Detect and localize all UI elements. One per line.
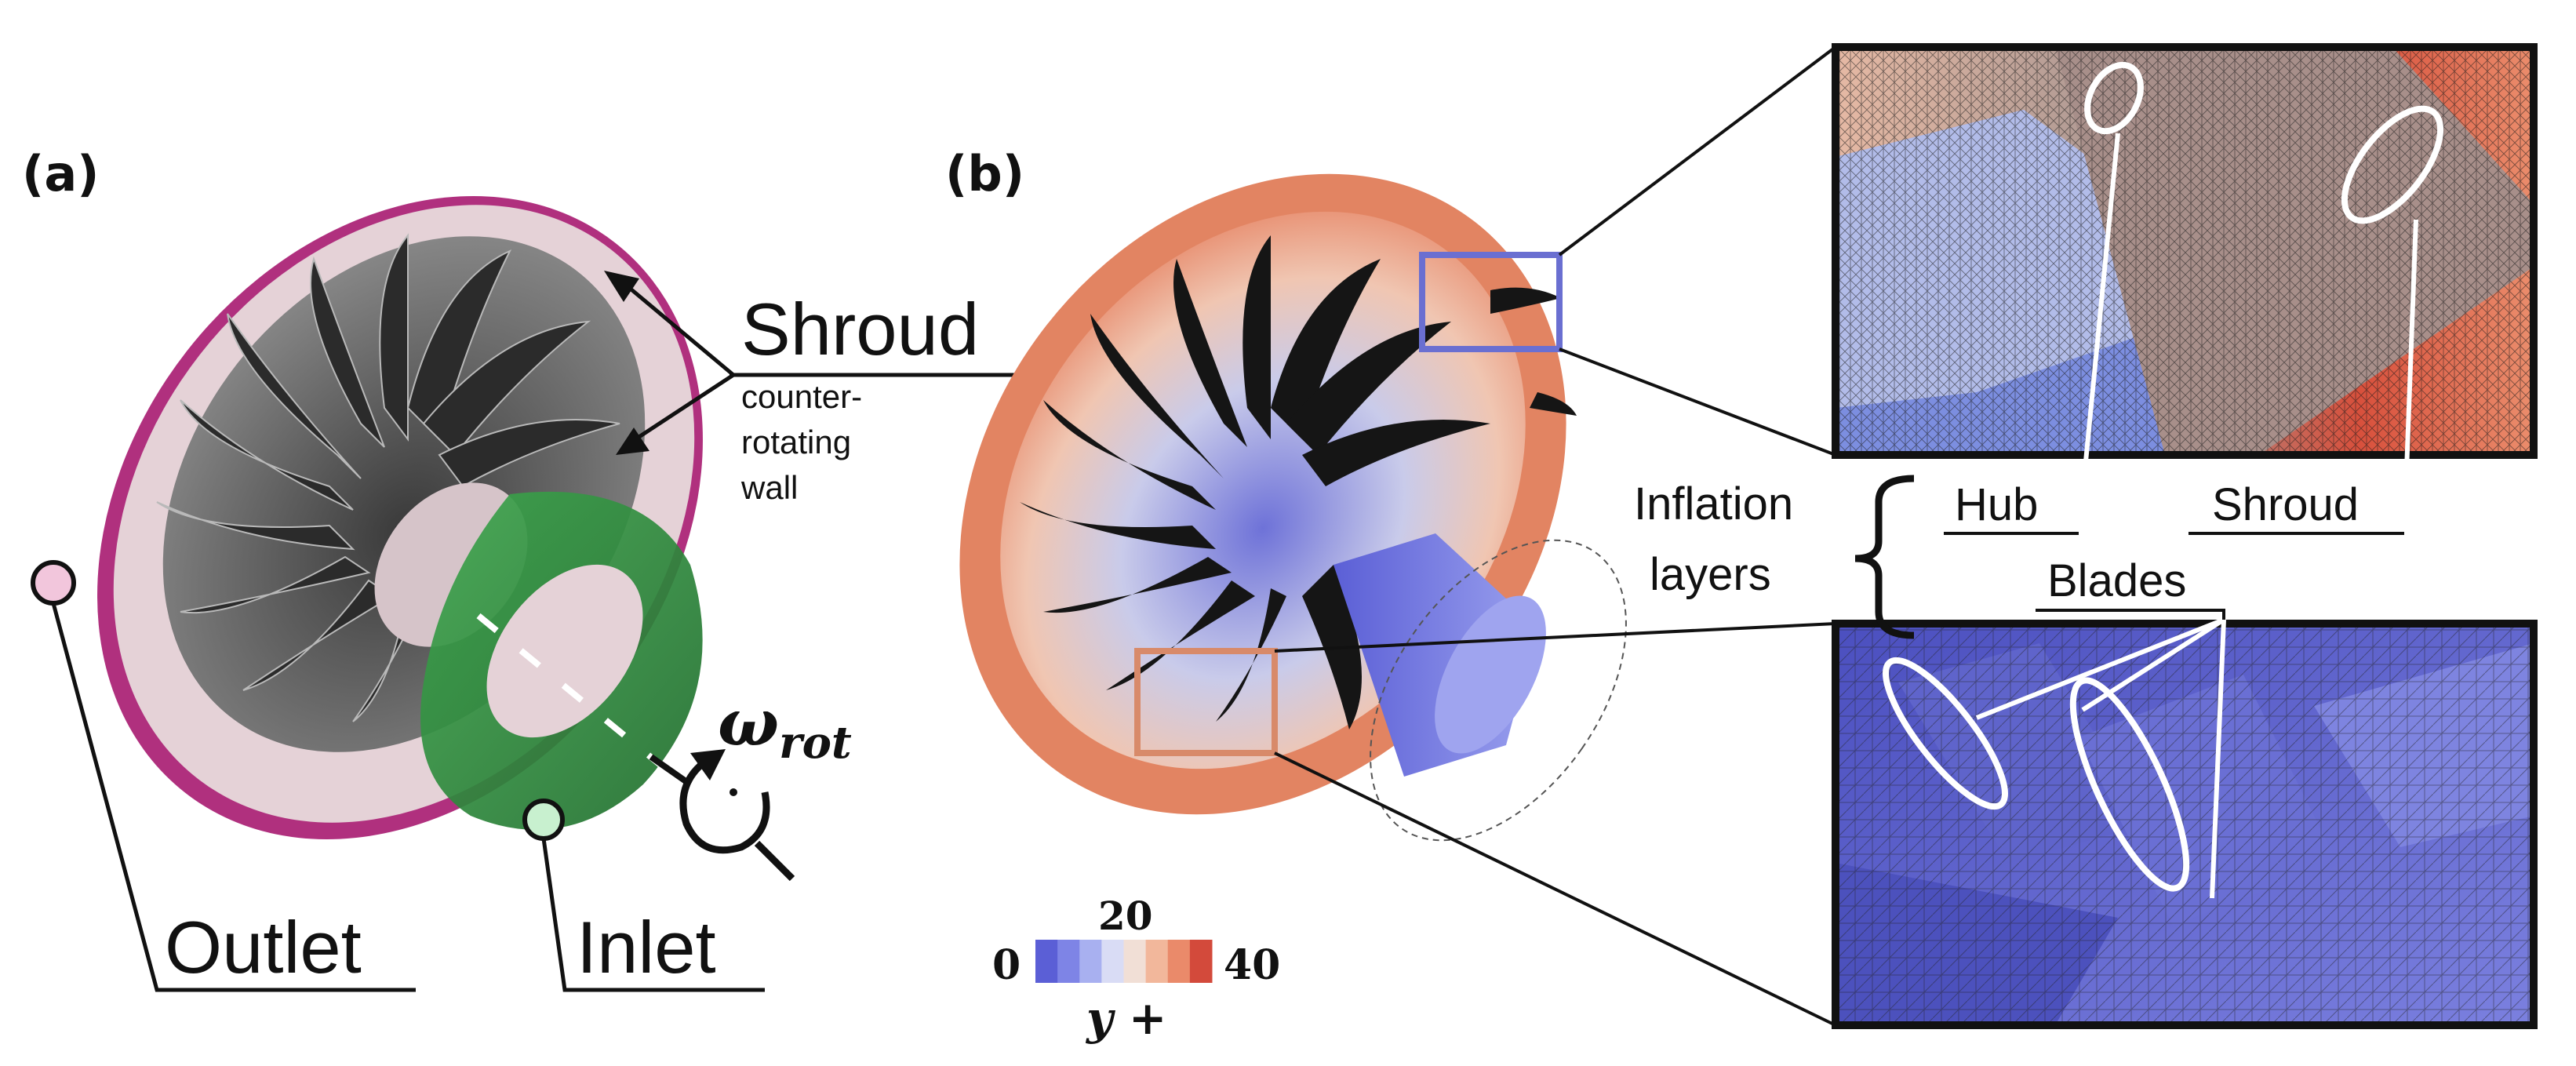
colorbar-band: [1189, 940, 1213, 983]
zoom-box-bottom: [1134, 648, 1278, 756]
blades-leader-1: [1975, 617, 2225, 720]
zoom-inset-bottom: [1832, 617, 2538, 1029]
zoom-inset-top-frame: [1832, 43, 2538, 459]
colorbar-max: 40: [1224, 941, 1280, 989]
colorbar-band: [1035, 940, 1058, 983]
rotation-arrow-tail: [754, 840, 795, 882]
shroud-zoom-label: Shroud: [2212, 479, 2359, 530]
inflation-brace-icon: [1854, 475, 1915, 639]
mesh-overlay-bottom: [1836, 624, 2534, 1025]
colorbar-band: [1079, 940, 1102, 983]
inlet-leader: [541, 838, 765, 992]
inlet-hole: [486, 564, 643, 738]
colorbar-band: [1167, 940, 1191, 983]
hub-leader: [2076, 133, 2120, 534]
colorbar-band: [1057, 940, 1080, 983]
shroud-arrow-1-head-icon: [604, 271, 639, 302]
zoom-line-top-1: [1558, 45, 1837, 256]
meshed-blades: [1020, 235, 1577, 729]
zoom-inset-top: [1832, 43, 2538, 534]
colorbar-band: [1145, 940, 1169, 983]
colorbar-title: y +: [1085, 991, 1167, 1045]
blades-label: Blades: [2047, 555, 2186, 606]
blades-underline: [2036, 609, 2225, 620]
inlet-outline: [1370, 539, 1627, 842]
blades-leader-2: [2081, 617, 2225, 712]
inlet-marker: [522, 799, 565, 841]
colorbar-mid: 20: [1098, 893, 1153, 939]
mesh-overlay-top: [1836, 47, 2534, 455]
shroud-arrow-1: [626, 285, 735, 377]
panel-a: (a) ωrot: [22, 145, 1020, 992]
hub-callout: [2084, 61, 2144, 135]
hub-cylinder-face: [1435, 595, 1546, 754]
rotation-axis: [476, 613, 677, 780]
impeller-blades: [156, 233, 620, 722]
outlet-label: Outlet: [165, 906, 362, 988]
shroud-note-1: counter-: [741, 378, 862, 415]
zoom-line-bot-1: [1274, 622, 1836, 653]
zoom-inset-bottom-frame: [1832, 620, 2538, 1029]
outlet-marker: [31, 560, 76, 606]
shroud-note-2: rotating: [741, 424, 851, 460]
hub-label: Hub: [1955, 479, 2038, 530]
colorbar-min: 0: [992, 941, 1021, 989]
zoom-line-bot-2: [1274, 751, 1836, 1027]
blade-callout-1: [1883, 657, 2008, 810]
blade-callout-2: [2069, 677, 2190, 892]
inlet-label: Inlet: [577, 906, 716, 988]
zoom-line-top-2: [1559, 347, 1836, 457]
outlet-leader: [51, 602, 416, 992]
colorbar-band: [1123, 940, 1147, 983]
inflation-label-1: Inflation: [1634, 478, 1793, 529]
blades-leader-3: [2210, 619, 2226, 899]
shroud-arrow-2-head-icon: [616, 427, 649, 455]
colorbar-bands: [1035, 940, 1213, 983]
rotation-axis-tail: [649, 754, 693, 788]
omega-symbol: ωrot: [718, 686, 852, 769]
rotation-arrow-head-icon: [690, 749, 726, 780]
rotation-dot: [730, 788, 737, 796]
shroud-arrow-2: [634, 373, 735, 442]
zoom-box-top: [1419, 252, 1563, 352]
panel-a-label: (a): [22, 145, 100, 202]
shroud-note-3: wall: [740, 469, 798, 506]
panel-b-label: (b): [945, 145, 1024, 202]
shroud-callout: [2341, 105, 2444, 224]
middle-labels: Inflation layers Hub Shroud Blades: [1634, 475, 2404, 639]
shroud-leader: [2402, 219, 2418, 534]
rotation-arrow-icon: [679, 758, 770, 854]
panel-b: (b): [945, 45, 1837, 1045]
shroud-label: Shroud: [741, 288, 979, 370]
inflation-label-2: layers: [1650, 549, 1771, 600]
colorbar-band: [1101, 940, 1124, 983]
